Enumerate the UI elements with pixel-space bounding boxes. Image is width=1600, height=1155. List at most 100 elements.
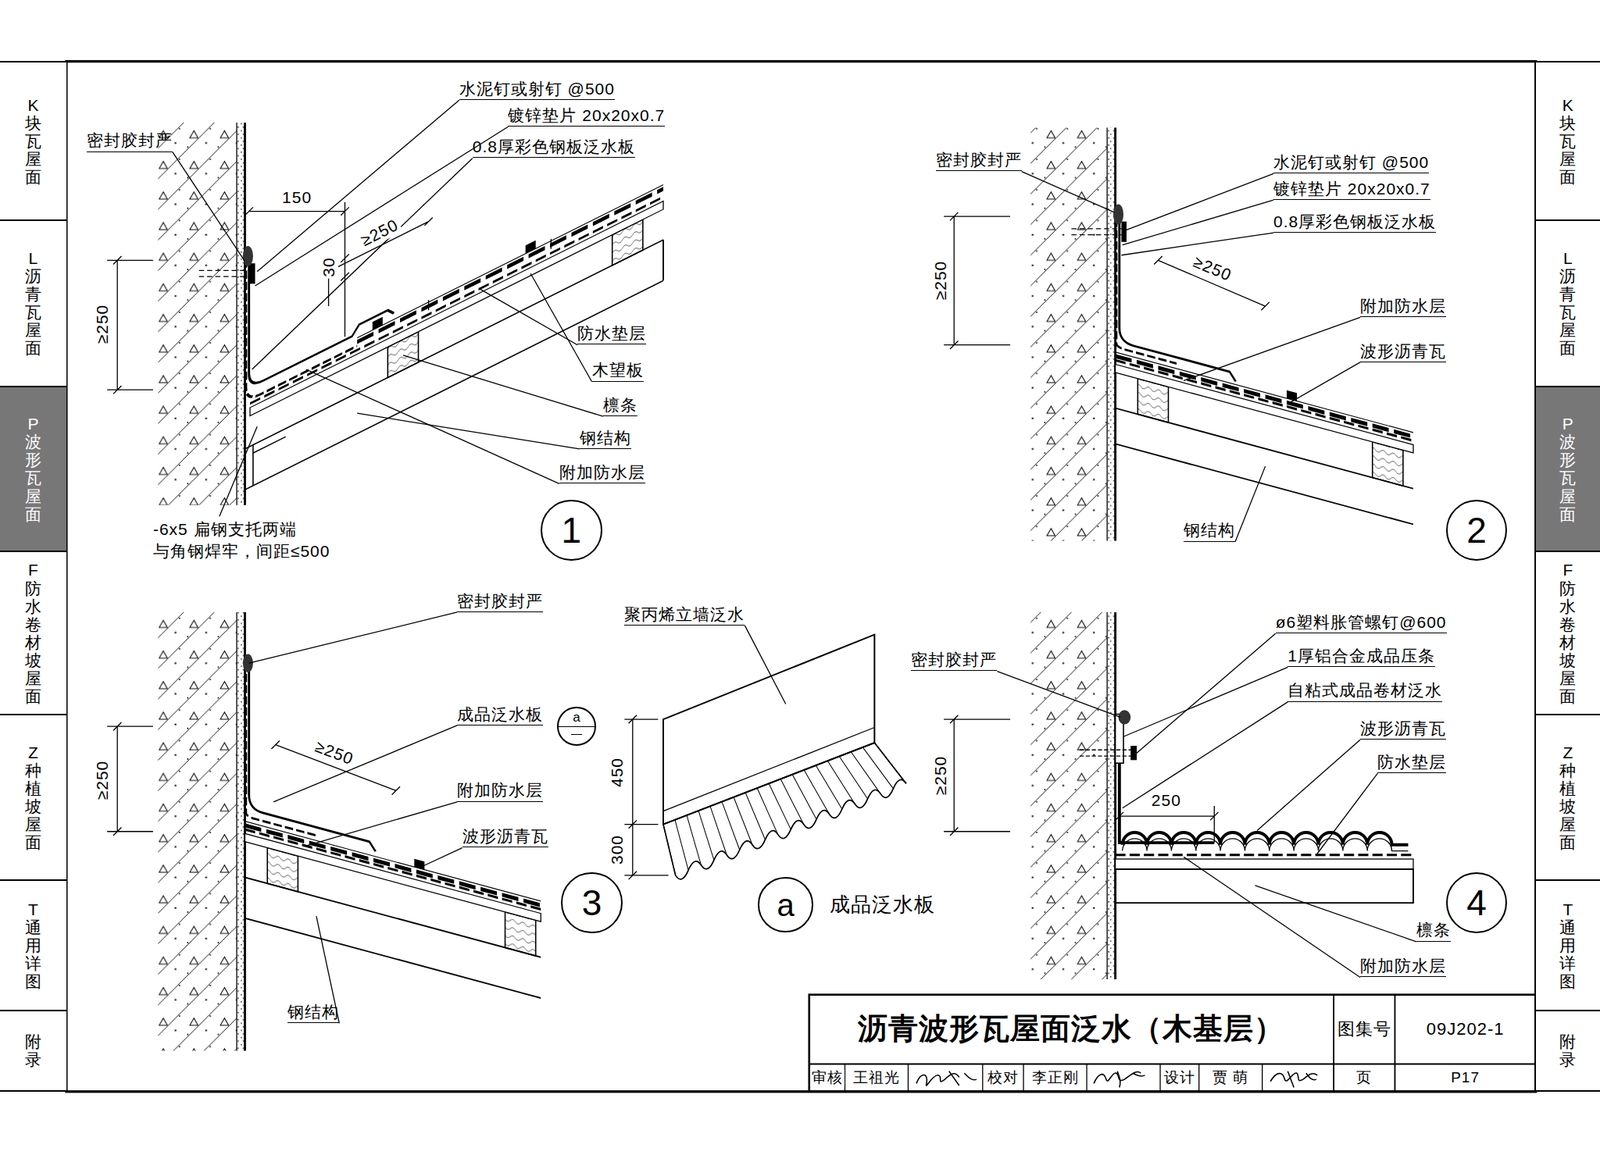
part-label: 密封胶封严 (457, 592, 543, 613)
side-tab: 附录 (0, 1010, 67, 1092)
callout-number: 4 (1466, 885, 1487, 922)
leader-line (1316, 773, 1378, 855)
detail-2 (1071, 228, 1122, 236)
side-tab: K块瓦屋面 (1535, 60, 1600, 219)
part-label: 1厚铝合金成品压条 (1287, 646, 1436, 668)
side-tab: T通用详图 (0, 879, 67, 1011)
detail-callout: 1 (540, 500, 602, 561)
detail-a (663, 635, 875, 825)
detail-3 (242, 653, 254, 673)
detail-2 (1121, 221, 1127, 243)
leader-line (1123, 667, 1288, 737)
dimension-text: ≥250 (931, 753, 950, 797)
part-label: 密封胶封严 (935, 150, 1022, 172)
part-label: 密封胶封严 (86, 131, 173, 152)
leader-line (403, 355, 604, 417)
detail-3 (249, 668, 376, 852)
tab-label: L沥青瓦屋面 (1559, 249, 1576, 358)
detail-3 (236, 612, 245, 1052)
tab-label: F防水卷材坡屋面 (1559, 560, 1576, 706)
leader-line (996, 671, 1121, 718)
callout-number: 2 (1466, 512, 1487, 549)
part-label: 钢结构 (579, 428, 632, 450)
callout-number: 1 (561, 512, 583, 549)
annotation-text: 页 (1354, 1069, 1374, 1087)
tab-label: K块瓦屋面 (25, 96, 42, 186)
detail-4 (1115, 859, 1414, 870)
part-label: 钢结构 (1183, 521, 1236, 542)
leader-line (1021, 171, 1115, 213)
detail-1 (250, 201, 664, 417)
detail-2 (1030, 128, 1108, 542)
annotation-text: -6x5 扁钢支托两端 与角钢焊牢，间距≤500 (153, 518, 358, 564)
leader-line (357, 413, 580, 450)
tab-label: P波形瓦屋面 (25, 414, 42, 524)
drawing-frame (66, 61, 1536, 1093)
annotation-text: 设计 (1162, 1069, 1197, 1087)
annotation-text: 图集号 (1335, 1019, 1393, 1040)
leader-line (1122, 200, 1274, 245)
tab-label: 附录 (25, 1032, 42, 1069)
annotation-text: 150 (280, 188, 314, 208)
corrugated-skirt (663, 742, 907, 880)
part-label: ø6塑料胀管螺钉@600 (1275, 613, 1447, 634)
leader-line (1122, 702, 1289, 809)
detail-1 (525, 240, 536, 254)
annotation-text: 李正刚 (1030, 1069, 1081, 1087)
detail-2 (1115, 352, 1414, 433)
part-label: 波形沥青瓦 (462, 827, 549, 848)
detail-4 (1114, 612, 1117, 980)
detail-1 (107, 256, 154, 394)
side-tab: K块瓦屋面 (0, 60, 67, 219)
dimension-text: ≥250 (1189, 251, 1236, 286)
detail-2 (1115, 408, 1414, 525)
detail-2 (1115, 356, 1414, 437)
callout-number: a (777, 889, 795, 922)
dimension-text: 30 (318, 256, 338, 279)
part-label: 木望板 (592, 360, 644, 382)
detail-3 (244, 833, 541, 922)
part-label: 檩条 (1416, 921, 1451, 942)
detail-3 (107, 722, 154, 836)
part-label: 附加防水层 (1360, 957, 1447, 978)
part-label: 附加防水层 (1360, 296, 1447, 318)
leader-line (172, 152, 245, 262)
index-divider (558, 726, 595, 728)
detail-1 (219, 426, 258, 517)
detail-1 (250, 263, 256, 284)
annotation-text: 贾 萌 (1210, 1069, 1250, 1087)
detail-a (624, 635, 906, 880)
side-tab: P波形瓦屋面 (0, 385, 67, 552)
detail-3 (157, 612, 237, 1052)
detail-4 (1115, 869, 1414, 904)
part-label: 防水垫层 (1377, 753, 1447, 774)
detail-callout: 2 (1446, 500, 1508, 561)
part-label: 0.8厚彩色钢板泛水板 (472, 137, 636, 158)
detail-1 (235, 122, 237, 506)
detail-1 (372, 317, 383, 331)
index-symbol: a (557, 707, 597, 747)
leader-line (1183, 857, 1361, 978)
index-dash (571, 734, 583, 736)
side-tab: T通用详图 (1535, 879, 1600, 1011)
detail-callout: 4 (1446, 872, 1508, 934)
detail-a (663, 728, 875, 812)
detail-1 (236, 122, 245, 506)
drawing-title: 沥青波形瓦屋面泛水（木基层） (856, 1012, 1286, 1047)
part-label: 镀锌垫片 20x20x0.7 (1273, 179, 1431, 200)
leader-line (255, 126, 509, 286)
detail-1 (157, 122, 237, 506)
detail-4 (1119, 719, 1215, 843)
part-label: 自粘式成品卷材泛水 (1287, 681, 1443, 702)
title-block (809, 995, 1536, 1093)
drawing-frame (66, 61, 1536, 1093)
part-label: 钢结构 (287, 1003, 340, 1024)
title-block (916, 1071, 977, 1086)
title-block (809, 995, 1536, 1093)
title-block (844, 1064, 1262, 1093)
corrugated-skirt (675, 779, 907, 879)
part-label: 水泥钉或射钉 @500 (459, 79, 615, 100)
callout-number: 3 (582, 885, 603, 922)
part-label: 密封胶封严 (910, 650, 997, 672)
leader-line (744, 625, 786, 705)
